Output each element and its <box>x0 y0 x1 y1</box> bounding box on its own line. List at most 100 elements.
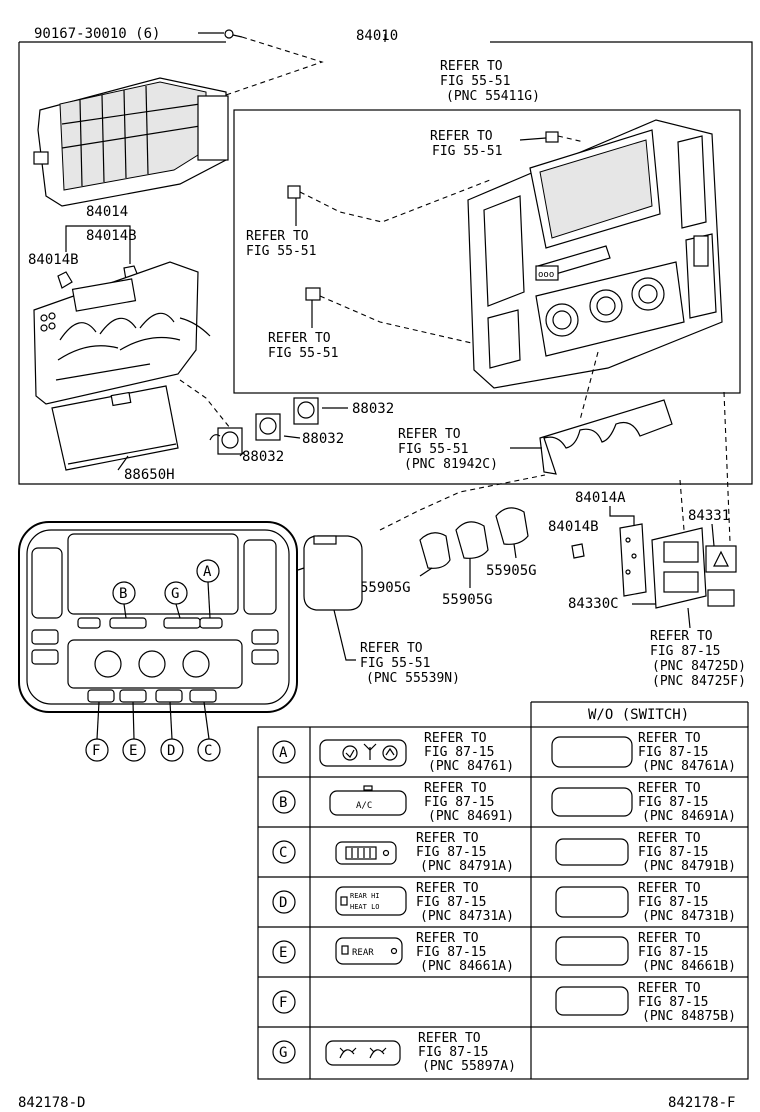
with-refer-line: REFER TO <box>418 1031 481 1046</box>
label-84014b-1: 84014B <box>86 228 137 244</box>
svg-text:(PNC 81942C): (PNC 81942C) <box>404 457 498 472</box>
callout-c: C <box>197 701 221 762</box>
svg-text:REFER TO: REFER TO <box>268 331 331 346</box>
refer-note-55539n: REFER TO FIG 55-51 (PNC 55539N) <box>360 641 460 686</box>
callout-g: G <box>164 581 188 619</box>
label-84014b-3: 84014B <box>548 519 599 535</box>
callout-f: F <box>85 701 109 762</box>
svg-text:REFER TO: REFER TO <box>440 59 503 74</box>
with-refer-line: (PNC 84791A) <box>420 859 514 874</box>
svg-text:FIG 87-15: FIG 87-15 <box>650 644 720 659</box>
with-refer-line: (PNC 84661A) <box>420 959 514 974</box>
trim-81942c <box>539 399 673 475</box>
footer-right: 842178-F <box>668 1095 735 1111</box>
with-refer-line: (PNC 84691) <box>428 809 514 824</box>
row-key: F <box>279 995 287 1011</box>
row-key: B <box>279 795 287 811</box>
with-refer-line: (PNC 55897A) <box>422 1059 516 1074</box>
without-refer-line: (PNC 84661B) <box>642 959 736 974</box>
without-refer-line: REFER TO <box>638 731 701 746</box>
bulb-88032 <box>293 397 319 425</box>
row-key-circle <box>272 790 296 814</box>
svg-text:FIG 55-51: FIG 55-51 <box>246 244 316 259</box>
callout-a: A <box>196 559 220 619</box>
refer-note-clip-lower: REFER TO FIG 55-51 <box>268 331 338 361</box>
without-refer-line: REFER TO <box>638 831 701 846</box>
row-key-circle <box>272 890 296 914</box>
with-refer-line: FIG 87-15 <box>416 845 486 860</box>
svg-text:E: E <box>129 743 137 759</box>
bulb-88032 <box>209 427 243 455</box>
without-refer-line: FIG 87-15 <box>638 795 708 810</box>
clip-84014b <box>571 543 585 559</box>
with-refer-line: FIG 87-15 <box>416 895 486 910</box>
with-refer-line: FIG 87-15 <box>424 745 494 760</box>
svg-text:FIG 55-51: FIG 55-51 <box>398 442 468 457</box>
switch-panel-84330c <box>651 527 707 609</box>
refer-note-81942c: REFER TO FIG 55-51 (PNC 81942C) <box>398 427 498 472</box>
switch-base-84014a <box>619 523 647 597</box>
svg-text:REAR: REAR <box>352 948 374 958</box>
control-plate <box>33 261 211 405</box>
svg-text:D: D <box>167 743 175 759</box>
label-88032-3: 88032 <box>242 449 284 465</box>
row-key-circle <box>272 840 296 864</box>
svg-text:FIG 55-51: FIG 55-51 <box>360 656 430 671</box>
blank-switch-e <box>555 936 629 966</box>
without-refer-line: FIG 87-15 <box>638 895 708 910</box>
with-refer-line: REFER TO <box>424 731 487 746</box>
with-refer-line: FIG 87-15 <box>418 1045 488 1060</box>
row-key-circle <box>272 990 296 1014</box>
clip-84014b <box>57 271 73 289</box>
blank-switch-a <box>551 736 633 768</box>
bulb-88032 <box>255 413 281 441</box>
switch-icon-e: REAR <box>335 937 403 965</box>
callout-b: B <box>112 581 136 619</box>
row-key: G <box>279 1045 287 1061</box>
label-55905g-3: 55905G <box>486 563 537 579</box>
label-55905g-1: 55905G <box>360 580 411 596</box>
svg-text:(PNC 55539N): (PNC 55539N) <box>366 671 460 686</box>
callout-e: E <box>122 701 146 762</box>
without-refer-line: FIG 87-15 <box>638 845 708 860</box>
label-55905g-2: 55905G <box>442 592 493 608</box>
row-key-circle <box>272 1040 296 1064</box>
svg-text:FIG 55-51: FIG 55-51 <box>440 74 510 89</box>
without-refer-line: (PNC 84875B) <box>642 1009 736 1024</box>
without-refer-line: REFER TO <box>638 981 701 996</box>
switch-icon-c <box>335 841 397 865</box>
clip <box>305 287 321 301</box>
without-refer-line: REFER TO <box>638 781 701 796</box>
row-key-circle <box>272 940 296 964</box>
without-refer-line: REFER TO <box>638 931 701 946</box>
label-bolt: 90167-30010 (6) <box>34 26 160 42</box>
label-84330c: 84330C <box>568 596 619 612</box>
with-refer-line: FIG 87-15 <box>424 795 494 810</box>
footer-left: 842178-D <box>18 1095 85 1111</box>
label-84010: 84010 <box>356 28 398 44</box>
label-84014b-2: 84014B <box>28 252 79 268</box>
ac-housing <box>33 77 229 207</box>
blank-switch-b <box>551 787 633 817</box>
clip <box>287 185 301 199</box>
knob-55905g <box>495 507 529 545</box>
center-panel: ooo <box>467 119 723 389</box>
svg-text:A: A <box>203 564 212 580</box>
refer-note-84725: REFER TO FIG 87-15 (PNC 84725D) (PNC 847… <box>650 629 746 689</box>
panel-detail <box>18 521 298 713</box>
with-refer-line: REFER TO <box>416 831 479 846</box>
svg-text:ooo: ooo <box>538 270 554 280</box>
refer-note-clip-left: REFER TO FIG 55-51 <box>246 229 316 259</box>
label-88032-2: 88032 <box>302 431 344 447</box>
without-refer-line: REFER TO <box>638 881 701 896</box>
row-key: E <box>279 945 287 961</box>
blank-switch-f <box>555 986 629 1016</box>
with-refer-line: (PNC 84731A) <box>420 909 514 924</box>
without-refer-line: (PNC 84731B) <box>642 909 736 924</box>
with-refer-line: FIG 87-15 <box>416 945 486 960</box>
callout-d: D <box>160 701 184 762</box>
row-key-circle <box>272 740 296 764</box>
svg-text:(PNC 84725F): (PNC 84725F) <box>652 674 746 689</box>
